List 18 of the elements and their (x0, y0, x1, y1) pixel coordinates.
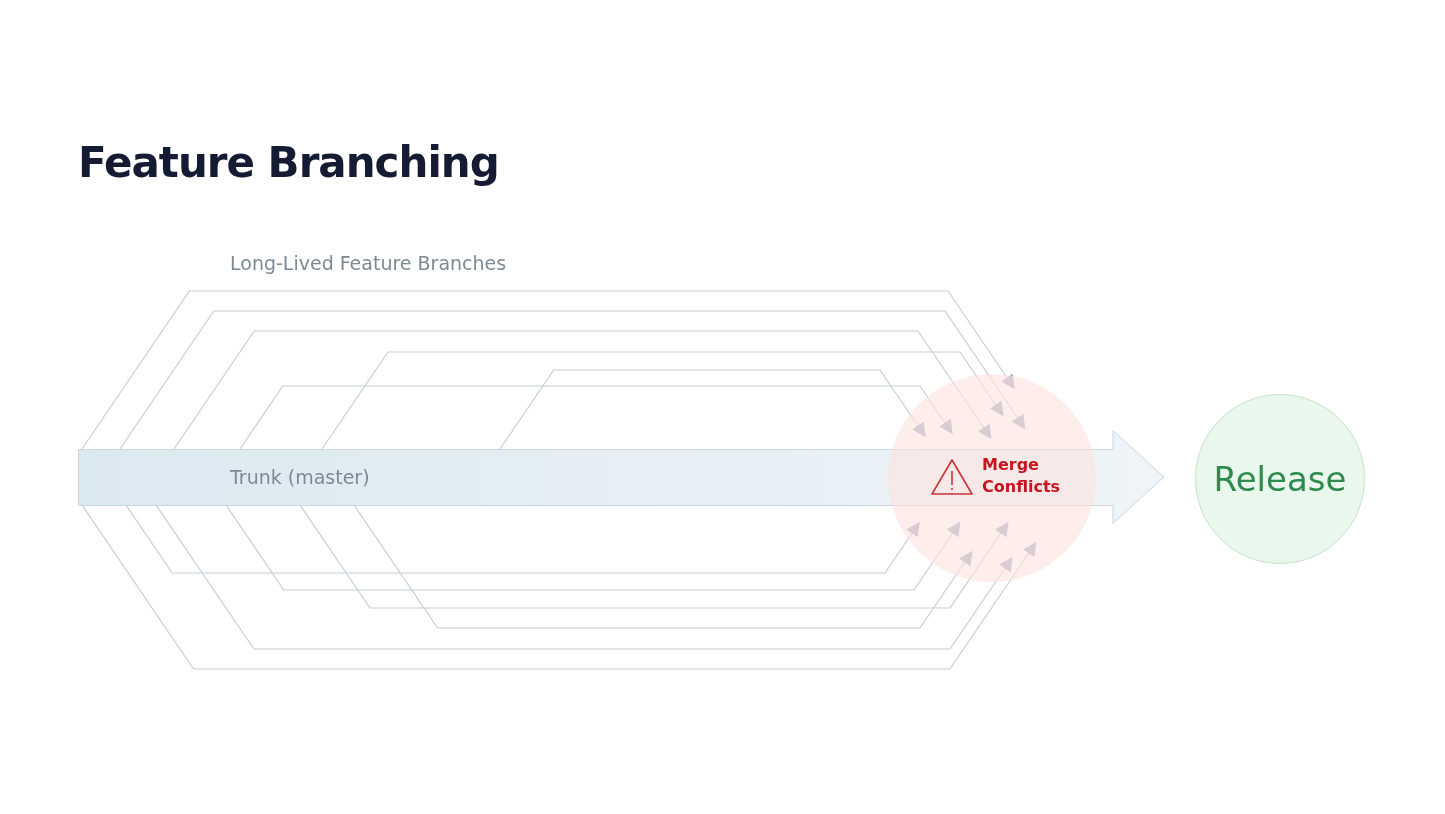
branch-arrow (125, 504, 920, 574)
conflict-text: Merge Conflicts (982, 454, 1062, 498)
branch-arrow (225, 504, 961, 591)
branch-label: Trunk (master) (230, 466, 370, 488)
branch-arrow (353, 504, 973, 629)
branch-arrow (81, 290, 1015, 450)
branch-arrow (81, 504, 1037, 670)
branch-arrow (173, 330, 992, 450)
branch-arrow (321, 351, 1004, 450)
branch-arrow (499, 369, 926, 450)
branch-arrow (299, 504, 1009, 609)
branch-arrow (155, 504, 1013, 650)
branch-arrow (239, 385, 953, 450)
branch-arrow (119, 310, 1026, 450)
release-text: Release (1213, 459, 1347, 499)
section-label: Long-Lived Feature Branches (230, 252, 507, 274)
trunk-arrow (78, 430, 1165, 524)
diagram-title: Feature Branching (78, 138, 499, 187)
